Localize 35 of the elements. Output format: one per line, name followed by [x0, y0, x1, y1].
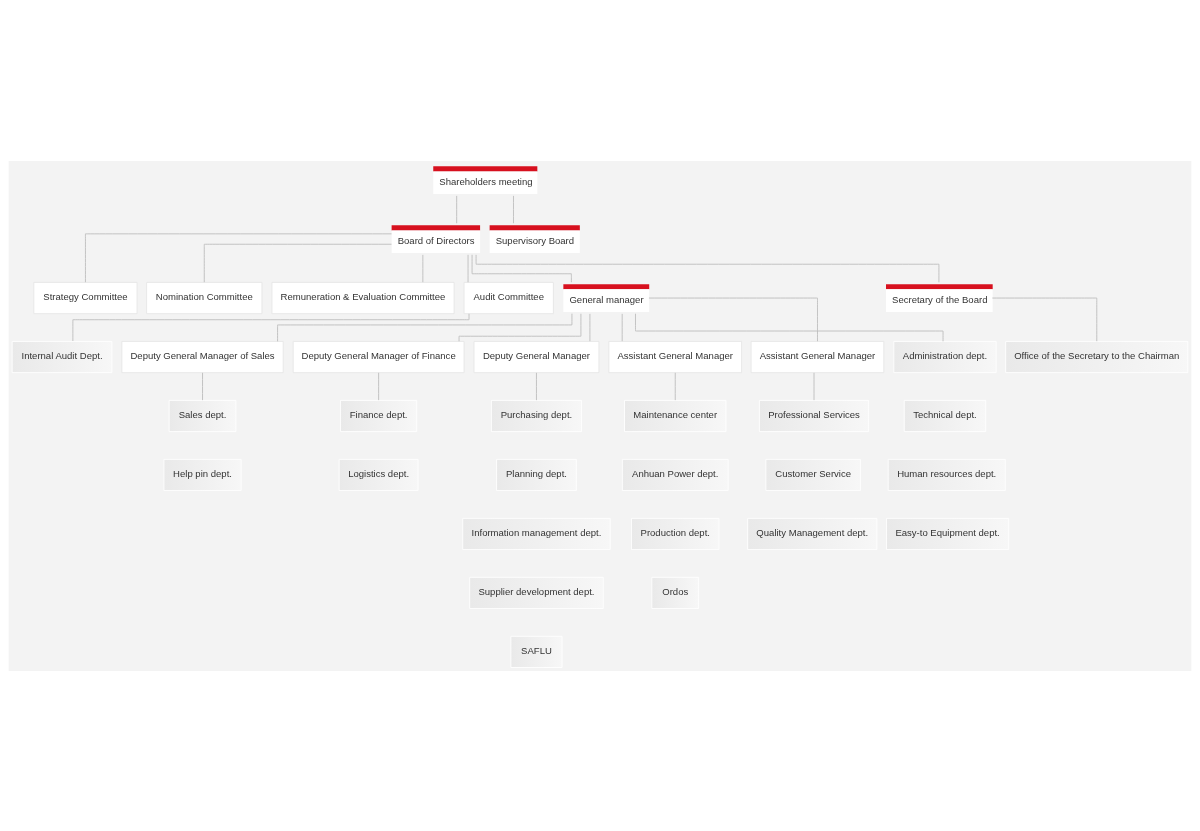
- node-box: Sales dept.: [168, 399, 237, 432]
- connector: [674, 371, 676, 401]
- connector: [471, 253, 572, 283]
- node-box: Nomination Committee: [146, 281, 263, 314]
- node-box: Administration dept.: [893, 340, 997, 373]
- connector: [648, 297, 818, 342]
- node-box: Strategy Committee: [33, 281, 138, 314]
- connector: [277, 312, 573, 342]
- connector: [458, 312, 582, 342]
- node-box: Internal Audit Dept.: [11, 340, 113, 373]
- connector: [621, 312, 623, 342]
- node-box: Assistant General Manager: [608, 340, 743, 373]
- connector: [536, 371, 537, 401]
- node-box: Professional Services: [758, 399, 870, 432]
- connector: [513, 194, 514, 224]
- node-box: Finance dept.: [340, 399, 418, 432]
- connector: [991, 297, 1098, 342]
- connector: [202, 371, 203, 401]
- connector: [203, 243, 392, 283]
- connector: [85, 232, 392, 283]
- node-box: Remuneration & Evaluation Committee: [271, 281, 455, 314]
- node-box: Deputy General Manager of Finance: [292, 340, 465, 373]
- node-box: Deputy General Manager: [473, 340, 600, 373]
- connector: [475, 253, 940, 283]
- connector: [456, 194, 458, 224]
- connector: [378, 371, 380, 401]
- node-box: Assistant General Manager: [750, 340, 885, 373]
- node-box: Office of the Secretary to the Chairman: [1005, 340, 1189, 373]
- connector: [72, 312, 470, 341]
- connector: [422, 253, 424, 283]
- node-box: Maintenance center: [624, 399, 727, 432]
- node-box: Purchasing dept.: [490, 399, 582, 432]
- node-box: Audit Committee: [463, 281, 554, 314]
- connector: [635, 312, 944, 342]
- node-box: Deputy General Manager of Sales: [121, 340, 284, 373]
